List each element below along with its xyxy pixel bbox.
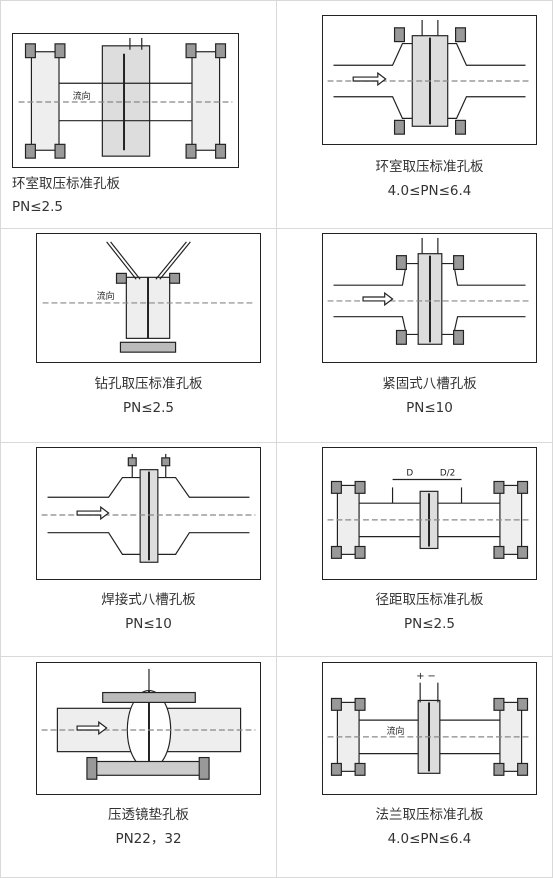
welded-eight-groove-drawing [41,453,256,563]
diagram-4-rating: PN≤10 [406,400,453,416]
diagram-7-frame [36,662,261,795]
diagram-2-rating: 4.0≤PN≤6.4 [387,183,472,199]
flow-direction-label: 流向 [387,725,405,737]
diagram-4-frame [322,233,537,363]
diagram-6-title: 径距取压标准孔板 [375,592,484,608]
diagram-8-title: 法兰取压标准孔板 [375,807,484,823]
radius-tap-drawing: D D/2 [327,469,532,559]
diagram-3-rating: PN≤2.5 [122,400,175,416]
flange-tap-drawing: + − 流向 [327,671,532,776]
diagram-1-title: 环室取压标准孔板 [12,176,120,192]
flow-direction-label: 流向 [97,290,115,302]
diagram-5-title: 焊接式八槽孔板 [101,592,196,608]
diagram-1-frame: 流向 [12,33,239,168]
diagram-1-rating: PN≤2.5 [12,199,64,215]
diagram-7-title: 压透镜垫孔板 [108,807,189,823]
diagram-3-title: 钻孔取压标准孔板 [94,376,203,392]
diagram-4-title: 紧固式八槽孔板 [382,376,477,392]
diameter-label: D [406,469,413,479]
plus-minus-label: + − [416,671,436,682]
diagram-8-frame: + − 流向 [322,662,537,795]
orifice-drill-tap-drawing: 流向 [42,241,255,353]
diagram-7-rating: PN22，32 [115,831,182,847]
orifice-ring-chamber-drawing-2 [327,19,532,135]
diagram-6-rating: PN≤2.5 [403,616,456,632]
diagram-6-frame: D D/2 [322,447,537,580]
diagram-2-frame [322,15,537,145]
diagram-8-rating: 4.0≤PN≤6.4 [387,831,472,847]
half-diameter-label: D/2 [440,469,455,479]
clamp-eight-groove-drawing [327,237,532,345]
flow-direction-label: 流向 [73,90,91,102]
orifice-ring-chamber-drawing-1: 流向 [18,37,233,159]
diagram-2-title: 环室取压标准孔板 [375,159,484,175]
diagram-5-frame [36,447,261,580]
diagram-3-frame: 流向 [36,233,261,363]
diagram-5-rating: PN≤10 [125,616,172,632]
lens-gasket-drawing [41,668,256,780]
